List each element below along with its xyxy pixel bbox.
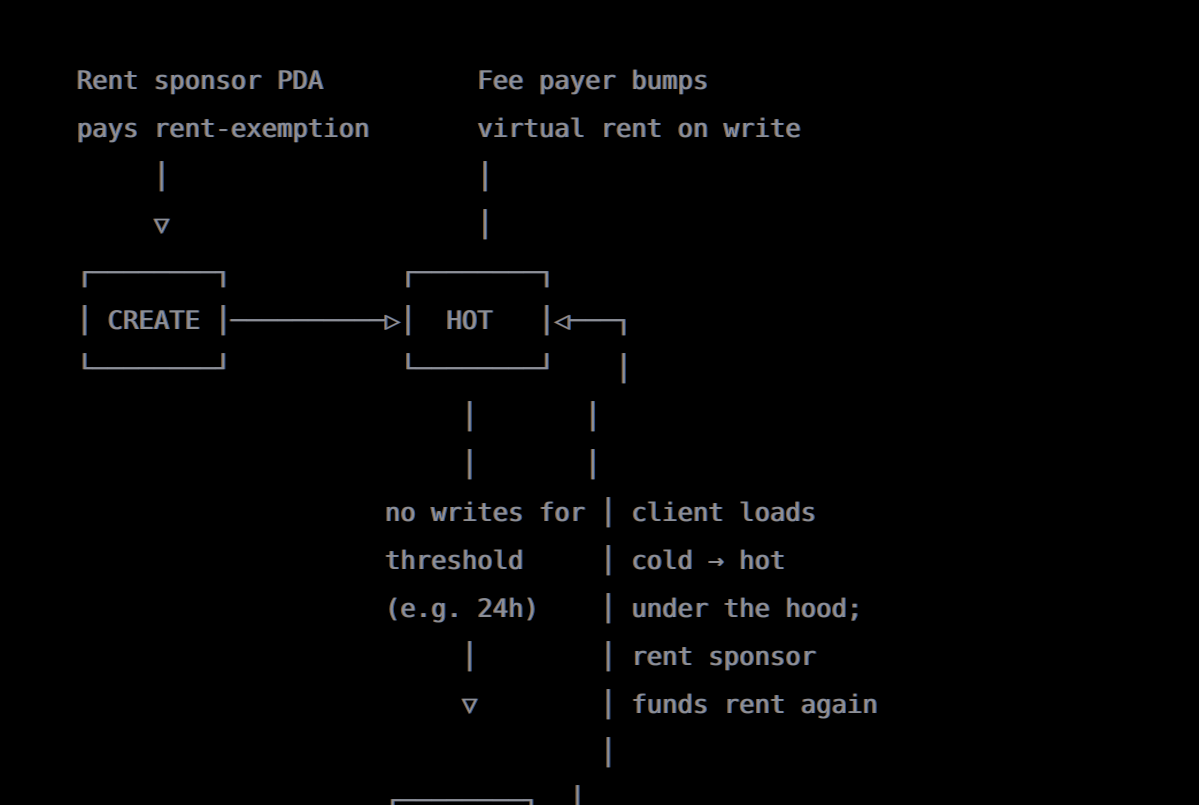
ascii-layer-core: Rent sponsor PDA Fee payer bumps pays re… — [77, 65, 878, 805]
ascii-layer-warm: Rent sponsor PDA Fee payer bumps pays re… — [75, 65, 877, 805]
ascii-layer-cool: Rent sponsor PDA Fee payer bumps pays re… — [78, 65, 880, 805]
